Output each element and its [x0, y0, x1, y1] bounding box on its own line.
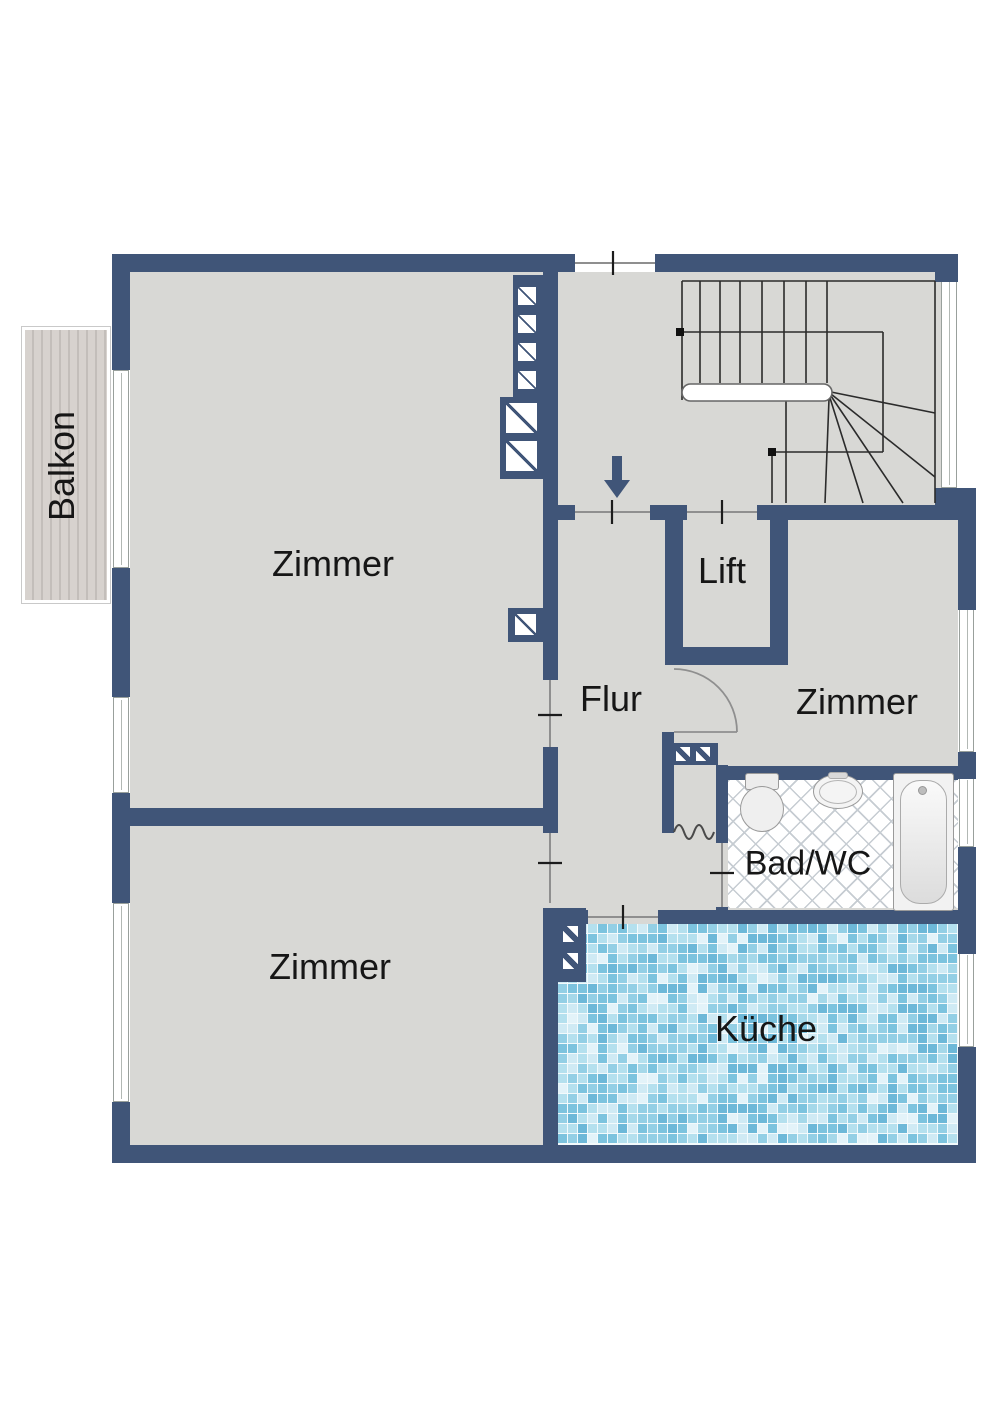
window-bad [959, 777, 974, 847]
wall-left-1 [112, 254, 130, 370]
window-kueche [959, 952, 974, 1047]
wall-top-right [655, 254, 958, 272]
window-zimmer-bottom-left [113, 903, 129, 1102]
wall-bad-left-stub [716, 907, 728, 923]
kitchen-chimney-panel [543, 908, 586, 982]
bathtub-basin [900, 780, 947, 904]
chimney-square-icon [563, 953, 578, 969]
room-label-zimmer-bottom-left: Zimmer [269, 946, 391, 987]
chimney-square-icon [563, 926, 578, 942]
chimney-square-icon [506, 441, 537, 471]
window-stairwell [941, 278, 957, 488]
kitchen-tile-floor [558, 924, 958, 1145]
wall-right-top-sliver [935, 272, 958, 282]
room-label-zimmer-right: Zimmer [796, 681, 918, 722]
room-label-balkon: Balkon [41, 410, 82, 522]
wall-right-1 [958, 520, 976, 610]
chimney-square-icon [676, 747, 690, 761]
wall-bottom [112, 1145, 976, 1163]
room-label-lift: Lift [697, 550, 747, 591]
room-label-kueche: Küche [714, 1008, 818, 1049]
chimney-square-icon [518, 371, 536, 389]
wall-lift-left [665, 520, 683, 665]
wall-room-divider [118, 808, 558, 826]
wall-right-4 [958, 1047, 976, 1147]
wall-kitchen-top-right [658, 910, 958, 924]
toilet-bowl [740, 786, 784, 832]
sink-tap [828, 772, 848, 779]
wall-top-left [112, 254, 575, 272]
wall-right-3 [958, 847, 976, 954]
balcony-window [113, 370, 129, 568]
sink-inner [819, 780, 857, 804]
room-label-bad-wc: Bad/WC [744, 844, 872, 883]
chimney-square-icon [515, 614, 536, 635]
chimney-square-icon [518, 343, 536, 361]
wall-central-3 [543, 982, 558, 1145]
chimney-square-icon [696, 747, 710, 761]
wall-lift-bottom [665, 647, 788, 665]
chimney-square-icon [518, 287, 536, 305]
wall-lift-right [770, 520, 788, 665]
balcony-wood-planks [25, 330, 107, 600]
window-zimmer-top-left [113, 697, 129, 793]
wall-hall-south-2 [650, 505, 687, 520]
room-label-zimmer-top-left: Zimmer [272, 543, 394, 584]
wall-hall-south-3 [757, 505, 958, 520]
wall-right-2 [958, 752, 976, 779]
bathtub-tap [918, 786, 927, 795]
window-zimmer-right [959, 607, 974, 752]
chimney-square-icon [518, 315, 536, 333]
wall-bad-left [716, 765, 728, 843]
chimney-square-icon [506, 403, 537, 433]
wall-central-1 [543, 272, 558, 680]
wall-door-stub [662, 732, 674, 833]
balcony-deck [21, 326, 111, 604]
room-label-flur: Flur [580, 678, 642, 719]
wall-left-2 [112, 568, 130, 697]
